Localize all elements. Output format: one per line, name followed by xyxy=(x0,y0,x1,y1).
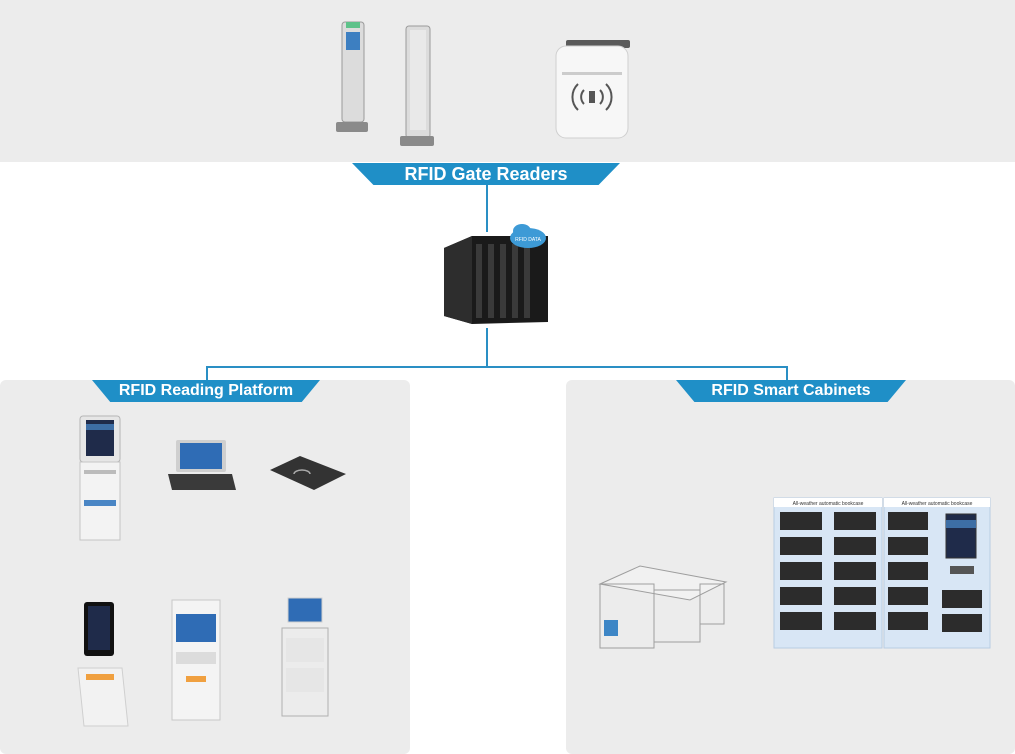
gate-antenna-right xyxy=(400,25,434,146)
desktop-rfid-reader xyxy=(555,40,630,139)
gate-antenna-left xyxy=(336,21,368,132)
laptop xyxy=(168,440,236,490)
smart-cabinets-title: RFID Smart Cabinets xyxy=(676,380,906,402)
cabinet-left-header: All-weather automatic bookcase xyxy=(793,501,864,507)
server-badge: RFID DATA xyxy=(515,237,541,243)
gate-readers-title: RFID Gate Readers xyxy=(352,163,620,185)
cart-station xyxy=(281,597,329,717)
reading-platform-title: RFID Reading Platform xyxy=(92,380,320,402)
kiosk-1 xyxy=(79,415,121,541)
reader-pad xyxy=(270,456,346,490)
cabinet-right: All-weather automatic bookcase xyxy=(883,497,991,649)
book-return-cart xyxy=(598,565,728,649)
cabinet-right-header: All-weather automatic bookcase xyxy=(902,501,973,507)
gate-readers-panel xyxy=(0,0,1015,162)
cabinet-left: All-weather automatic bookcase xyxy=(773,497,883,649)
kiosk-2 xyxy=(77,602,129,727)
kiosk-3 xyxy=(171,599,221,721)
